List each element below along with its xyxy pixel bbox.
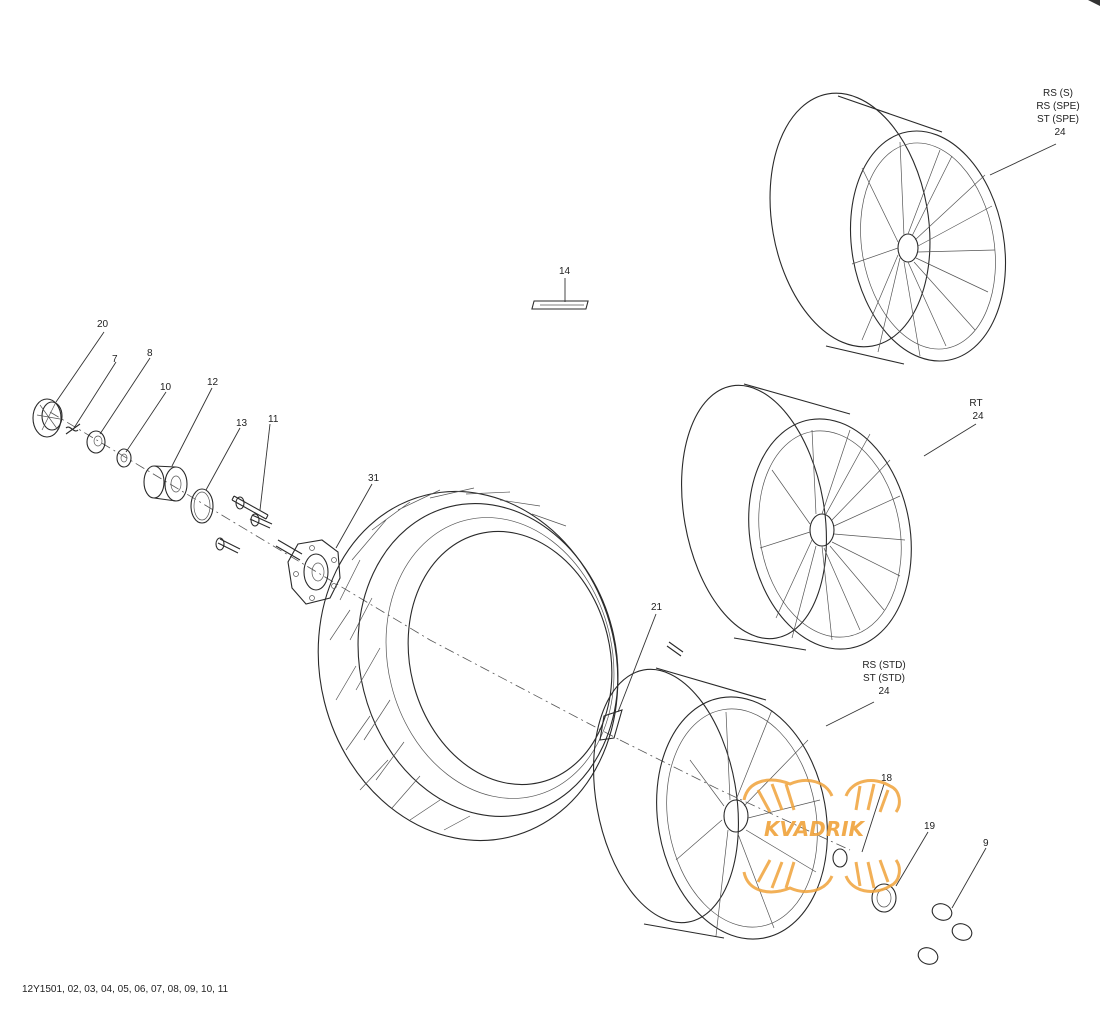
wheel-rim-middle (681, 383, 912, 651)
wheel-top-line2: RS (SPE) (1036, 101, 1079, 112)
callout-9: 9 (983, 838, 989, 849)
lug-nuts-part-9 (917, 903, 973, 965)
cotter-pin-part (65, 423, 81, 435)
corner-mark (1088, 0, 1100, 6)
tire-part (317, 487, 619, 842)
diagram-code: 12Y1501, 02, 03, 04, 05, 06, 07, 08, 09,… (22, 984, 229, 995)
callout-10: 10 (160, 382, 172, 393)
bearing-part (143, 465, 188, 502)
callout-20: 20 (97, 319, 109, 330)
callout-12: 12 (207, 377, 219, 388)
wheel-top-line1: RS (S) (1043, 88, 1073, 99)
wheel-top-line3: ST (SPE) (1037, 114, 1079, 125)
wheel-hub-part (275, 539, 341, 605)
wheel-low-line1: RS (STD) (862, 660, 905, 671)
tire-label-part (531, 300, 589, 310)
axle-centerline-2 (619, 739, 851, 851)
retaining-ring-part (190, 488, 214, 524)
washer-part (116, 448, 132, 468)
axle-centerline (49, 411, 621, 741)
wheel-top-label: RS (S) RS (SPE) ST (SPE) 24 (1036, 88, 1079, 138)
lug-nut-part-18 (832, 848, 848, 868)
wheel-low-line3: 24 (878, 686, 890, 697)
callout-14: 14 (559, 266, 571, 277)
callout-21: 21 (651, 602, 663, 613)
wheel-rim-top (769, 92, 1007, 365)
castle-nut-part (86, 430, 106, 454)
wheel-mid-label: RT 24 (969, 398, 984, 422)
hub-cap-part (32, 398, 63, 438)
callout-18: 18 (881, 773, 893, 784)
wheel-low-label: RS (STD) ST (STD) 24 (862, 660, 905, 697)
callout-31: 31 (368, 473, 380, 484)
callout-19: 19 (924, 821, 936, 832)
callout-7: 7 (112, 354, 118, 365)
callout-11: 11 (268, 414, 279, 425)
leader-lines (55, 143, 1057, 909)
watermark-brand: KVADRIK (764, 817, 866, 841)
wheel-rim-lower (593, 667, 828, 940)
wheel-mid-line2: 24 (972, 411, 984, 422)
wheel-top-line4: 24 (1054, 127, 1066, 138)
callout-8: 8 (147, 348, 153, 359)
wheel-low-line2: ST (STD) (863, 673, 905, 684)
wheel-bolts-part (215, 495, 273, 554)
kvadrik-watermark-logo: KVADRIK (742, 778, 901, 894)
valve-stem-part (599, 641, 684, 741)
callout-13: 13 (236, 418, 248, 429)
wheel-mid-line1: RT (969, 398, 982, 409)
